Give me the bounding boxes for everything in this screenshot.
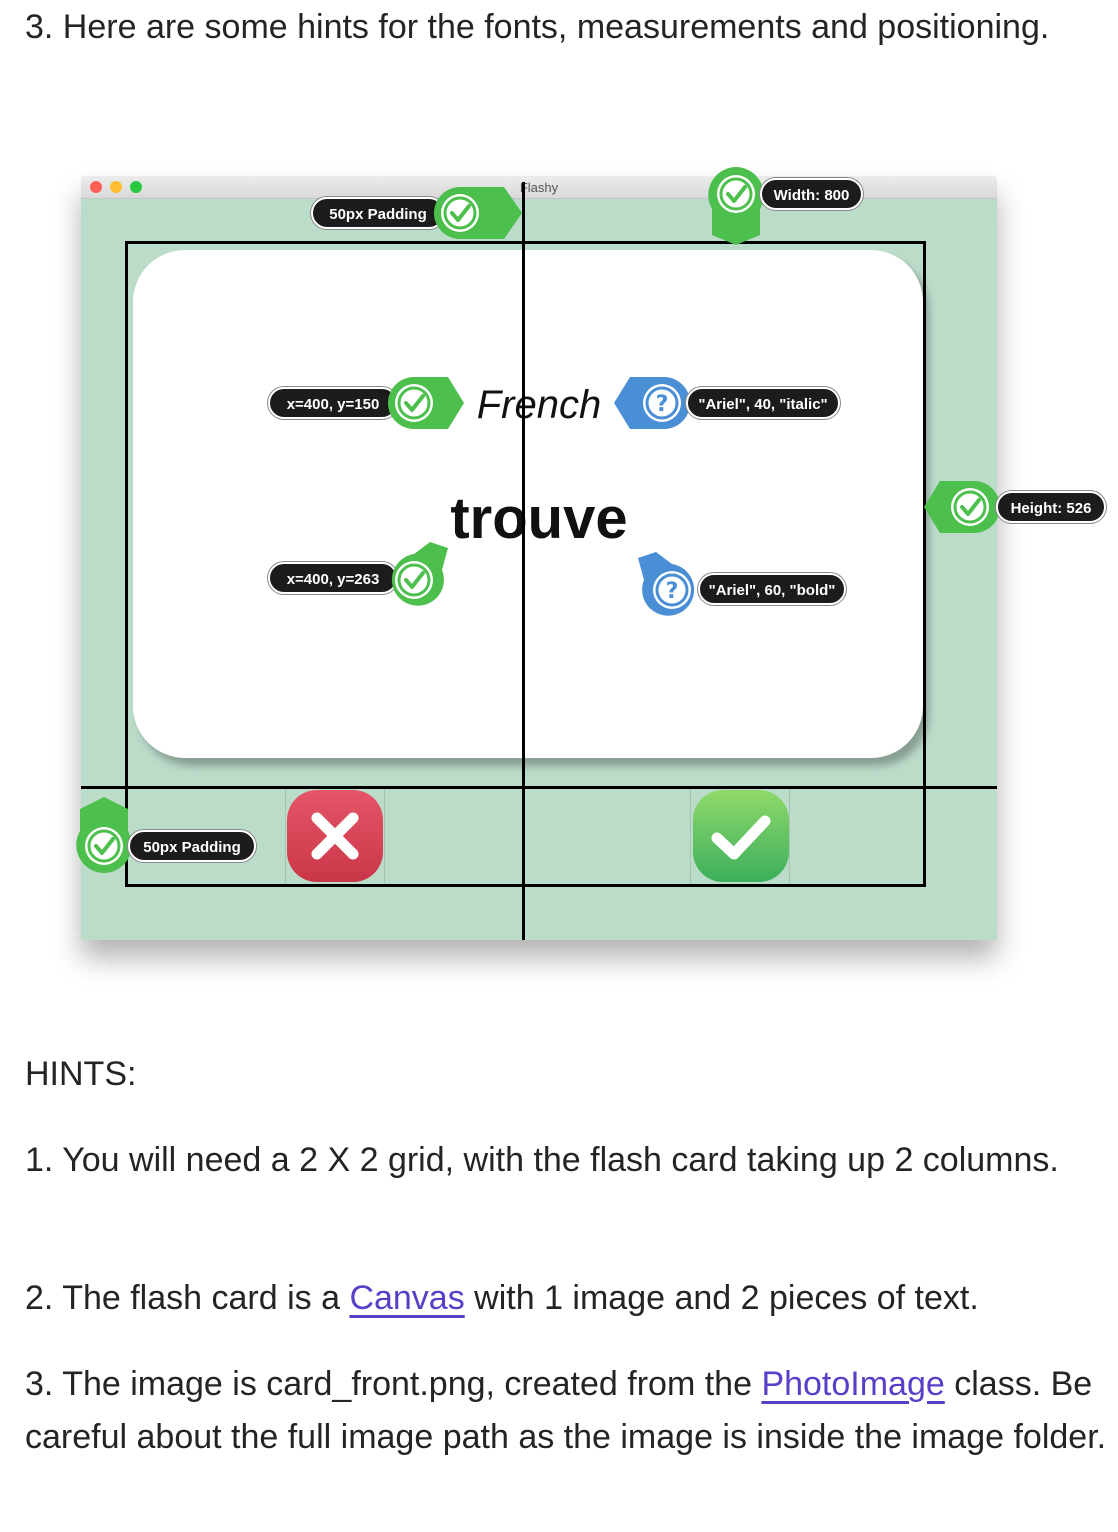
right-button — [693, 790, 789, 882]
svg-text:?: ? — [656, 392, 669, 417]
top-padding-label: 50px Padding — [311, 197, 445, 229]
card-title-text: French — [476, 383, 602, 427]
hint-3-text: 3. The image is card_front.png, created … — [25, 1365, 762, 1403]
title-font-label: "Ariel", 40, "italic" — [686, 387, 840, 419]
hint-3: 3. The image is card_front.png, created … — [25, 1358, 1115, 1464]
hint-2-text: 2. The flash card is a — [25, 1279, 350, 1317]
canvas-link[interactable]: Canvas — [349, 1279, 465, 1317]
hint-3-text-end: class. Be careful about the full image p… — [25, 1365, 1107, 1456]
card-word-text: trouve — [450, 486, 628, 551]
grid-outline — [125, 241, 926, 887]
hint-1: 1. You will need a 2 X 2 grid, with the … — [25, 1141, 1059, 1179]
flashy-window-illustration: Flashy French trouve — [81, 176, 997, 940]
svg-text:?: ? — [666, 579, 679, 604]
width-label: Width: 800 — [760, 178, 863, 210]
intro-paragraph: 3. Here are some hints for the fonts, me… — [25, 8, 1050, 46]
title-position-label: x=400, y=150 — [268, 387, 398, 419]
height-label: Height: 526 — [996, 491, 1106, 523]
check-icon — [434, 187, 522, 239]
grid-vertical-line — [522, 182, 525, 940]
side-padding-label: 50px Padding — [128, 830, 256, 862]
question-icon: ? — [638, 552, 695, 616]
photoimage-link[interactable]: PhotoImage — [761, 1365, 945, 1403]
hint-2-text-end: with 1 image and 2 pieces of text. — [464, 1279, 979, 1317]
question-icon: ? — [614, 377, 690, 429]
minimize-window-dot — [110, 181, 122, 193]
check-icon — [924, 481, 1000, 533]
check-icon — [708, 167, 764, 245]
close-window-dot — [90, 181, 102, 193]
hints-heading: HINTS: — [25, 1055, 137, 1093]
check-icon — [76, 797, 132, 873]
maximize-window-dot — [130, 181, 142, 193]
word-position-label: x=400, y=263 — [268, 562, 398, 594]
check-icon — [391, 542, 448, 606]
check-icon — [388, 377, 464, 429]
word-font-label: "Ariel", 60, "bold" — [698, 573, 846, 605]
wrong-button — [287, 790, 383, 882]
hint-2: 2. The flash card is a Canvas with 1 ima… — [25, 1272, 1115, 1325]
grid-horizontal-line — [81, 786, 997, 789]
check-icon — [711, 815, 771, 860]
flash-card — [133, 250, 923, 758]
window-title: Flashy — [519, 180, 559, 195]
cross-icon — [311, 812, 359, 860]
